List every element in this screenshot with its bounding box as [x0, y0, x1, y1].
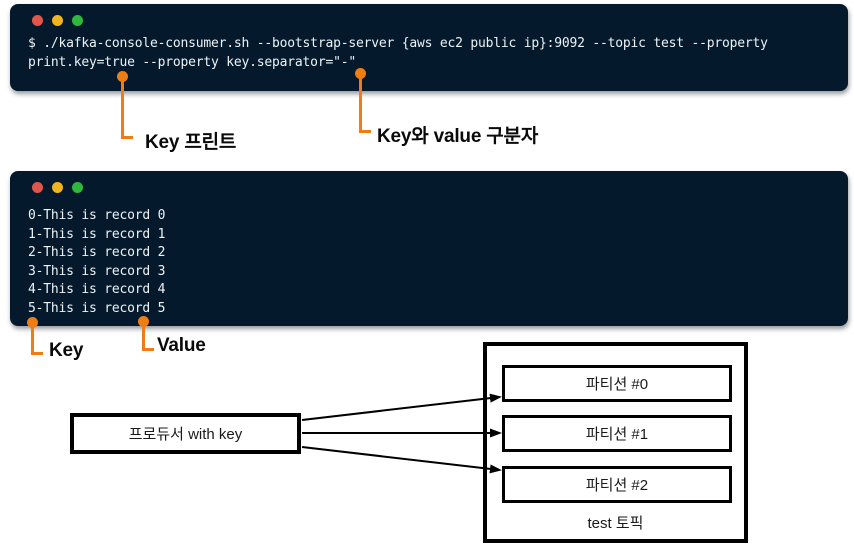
partition-label: 파티션 #0	[585, 376, 649, 393]
record-line: 4-This is record 4	[28, 282, 166, 297]
callout-foot-key-separator	[359, 130, 371, 133]
callout-stem-value	[142, 322, 145, 351]
callout-label-key: Key	[49, 340, 84, 361]
callout-label-value: Value	[157, 335, 206, 356]
partition-label: 파티션 #1	[585, 426, 649, 443]
callout-foot-value	[142, 348, 154, 351]
callout-foot-print-key	[121, 136, 133, 139]
partition-box-1: 파티션 #1	[502, 415, 732, 452]
callout-label-key-print: Key 프린트	[145, 132, 237, 153]
callout-dot-key-separator	[355, 68, 366, 79]
terminal-command-text: $ ./kafka-console-consumer.sh --bootstra…	[28, 35, 836, 72]
callout-stem-key	[31, 323, 34, 355]
callout-dot-key	[27, 317, 38, 328]
callout-stem-key-separator	[359, 74, 362, 133]
minimize-button[interactable]	[52, 182, 63, 193]
zoom-button[interactable]	[72, 182, 83, 193]
command-line-1: $ ./kafka-console-consumer.sh --bootstra…	[28, 36, 768, 51]
record-line: 5-This is record 5	[28, 300, 166, 316]
record-line: 1-This is record 1	[28, 226, 166, 242]
partition-label: 파티션 #2	[585, 477, 649, 494]
close-button[interactable]	[32, 15, 43, 26]
callout-dot-print-key	[117, 71, 128, 82]
producer-label: 프로듀서 with key	[128, 426, 243, 443]
minimize-button[interactable]	[52, 15, 63, 26]
callout-foot-key	[31, 352, 43, 355]
record-line: 0-This is record 0	[28, 208, 166, 223]
callout-stem-print-key	[121, 77, 124, 139]
window-controls	[32, 15, 83, 26]
callout-dot-value	[138, 316, 149, 327]
window-controls	[32, 182, 83, 193]
topic-label: test 토픽	[587, 515, 644, 532]
zoom-button[interactable]	[72, 15, 83, 26]
callout-label-key-value-separator: Key와 value 구분자	[377, 126, 539, 147]
close-button[interactable]	[32, 182, 43, 193]
terminal-window-consumer-command: $ ./kafka-console-consumer.sh --bootstra…	[10, 4, 848, 91]
terminal-output-text: 0-This is record 0 1-This is record 1 2-Th…	[28, 207, 836, 318]
command-line-2: print.key=true --property key.separator=…	[28, 54, 356, 70]
terminal-window-consumer-output: 0-This is record 0 1-This is record 1 2-Th…	[10, 171, 848, 326]
producer-box: 프로듀서 with key	[70, 413, 301, 454]
partition-box-0: 파티션 #0	[502, 365, 732, 402]
record-line: 2-This is record 2	[28, 245, 166, 260]
partition-box-2: 파티션 #2	[502, 466, 732, 503]
record-line: 3-This is record 3	[28, 263, 166, 279]
